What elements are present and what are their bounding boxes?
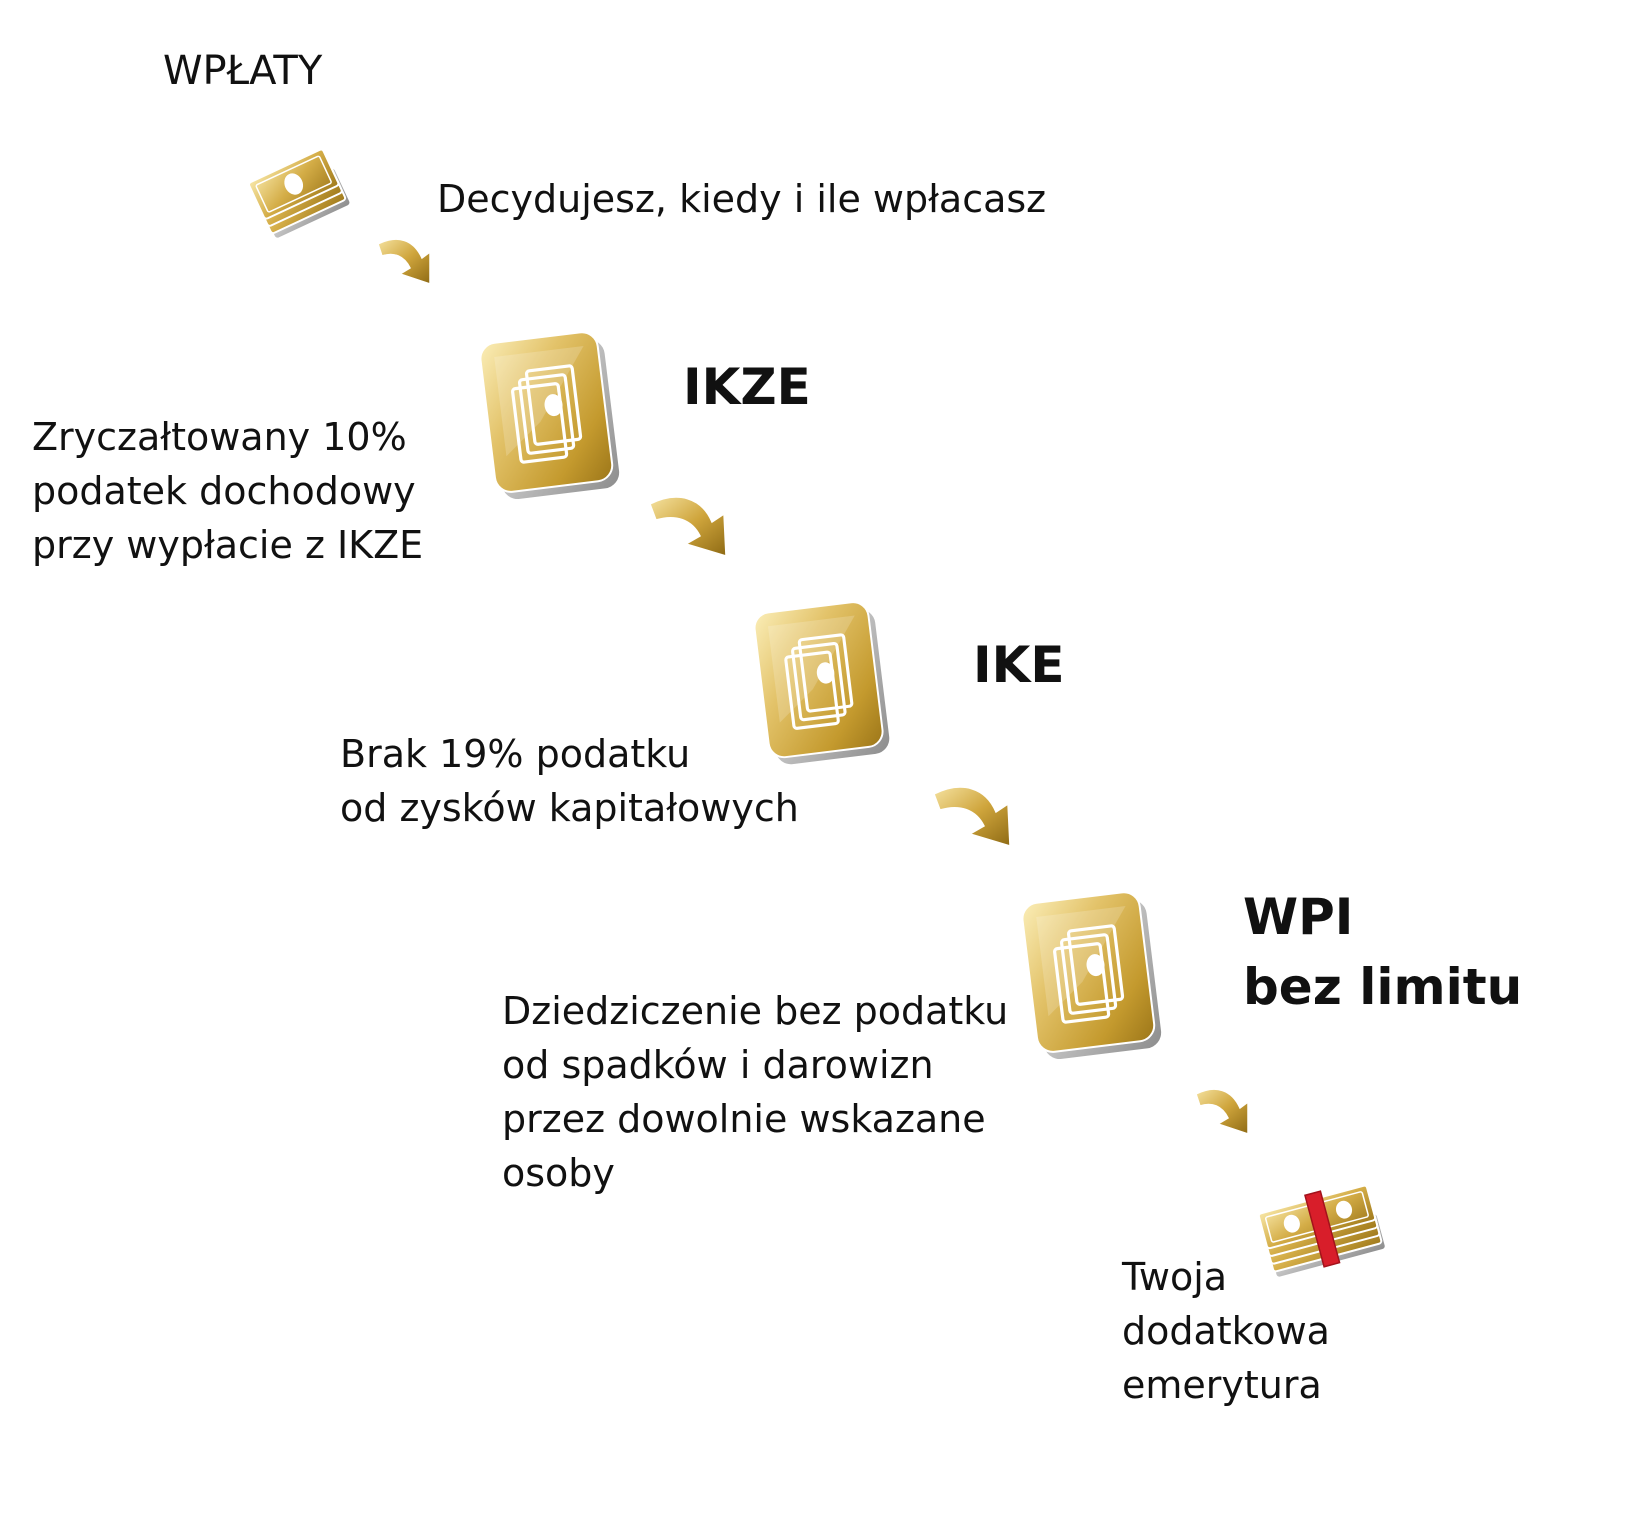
curved-arrow-icon bbox=[1195, 1088, 1249, 1136]
stage-ike-description: Brak 19% podatku od zysków kapitałowych bbox=[340, 727, 799, 835]
stage-ike-description-line: Brak 19% podatku bbox=[340, 732, 691, 776]
stage-wpi-description-line: osoby bbox=[502, 1151, 615, 1195]
start-description: Decydujesz, kiedy i ile wpłacasz bbox=[437, 177, 1047, 221]
money-stack-with-band-icon bbox=[1257, 1184, 1385, 1277]
stage-wpi-description-line: od spadków i darowizn bbox=[502, 1043, 934, 1087]
stage-ikze-description-line: podatek dochodowy bbox=[32, 469, 416, 513]
stage-wpi-title-line: WPI bbox=[1243, 888, 1354, 946]
curved-arrow-icon bbox=[933, 786, 1011, 848]
stage-ike-title: IKE bbox=[973, 630, 1065, 700]
stage-ikze-title: IKZE bbox=[683, 352, 811, 422]
gold-card-banknote-icon bbox=[753, 601, 890, 765]
stage-wpi-title: WPI bez limitu bbox=[1243, 882, 1522, 1022]
result-description-line: emerytura bbox=[1122, 1363, 1322, 1407]
stage-ikze-description: Zryczałtowany 10% podatek dochodowy przy… bbox=[32, 410, 423, 572]
stage-ikze-title-line: IKZE bbox=[683, 358, 811, 416]
gold-card-banknote-icon bbox=[1022, 891, 1162, 1060]
curved-arrow-icon bbox=[649, 496, 727, 558]
result-description-line: Twoja bbox=[1122, 1255, 1228, 1299]
result-description-line: dodatkowa bbox=[1122, 1309, 1330, 1353]
start-title: WPŁATY bbox=[163, 48, 323, 94]
stage-wpi-description-line: przez dowolnie wskazane bbox=[502, 1097, 986, 1141]
result-description: Twoja dodatkowa emerytura bbox=[1122, 1250, 1330, 1412]
gold-card-banknote-icon bbox=[480, 331, 620, 500]
stage-ikze-description-line: Zryczałtowany 10% bbox=[32, 415, 407, 459]
stage-wpi-title-line: bez limitu bbox=[1243, 958, 1523, 1016]
stage-wpi-description: Dziedziczenie bez podatku od spadków i d… bbox=[502, 984, 1008, 1200]
stage-ike-description-line: od zysków kapitałowych bbox=[340, 786, 799, 830]
stage-ikze-description-line: przy wypłacie z IKZE bbox=[32, 523, 424, 567]
stage-wpi-description-line: Dziedziczenie bez podatku bbox=[502, 989, 1009, 1033]
stage-ike-title-line: IKE bbox=[973, 636, 1065, 694]
money-bills-icon bbox=[248, 148, 350, 238]
curved-arrow-icon bbox=[377, 238, 431, 286]
